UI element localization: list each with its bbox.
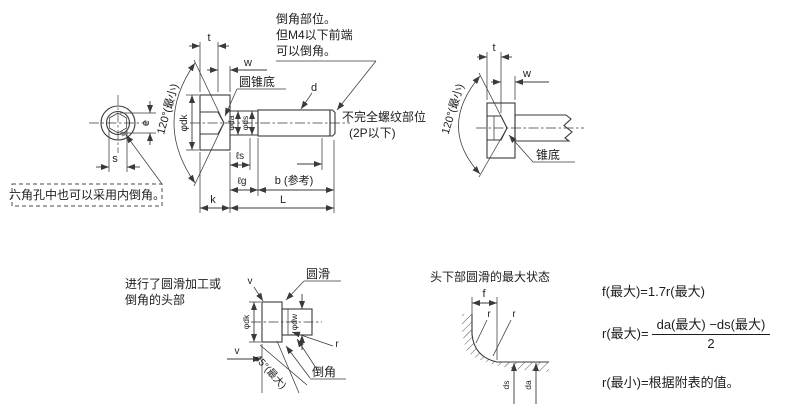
chamfer-angle-line <box>276 340 300 394</box>
angle-arc <box>458 75 481 175</box>
dim-phidk-label: φdk <box>179 113 190 131</box>
dim-e-label: e <box>140 120 152 126</box>
incomplete-thread-line1: 不完全螺纹部位 <box>342 109 426 124</box>
socket-chamfer-circle <box>105 110 131 136</box>
head-end-view: e s 六角孔中也可以采用内倒角。 <box>9 95 165 207</box>
main-side-view: 120°(最小) φdk t w 圆锥底 φda φds d 不完全螺纹部位 <box>154 32 426 213</box>
angle-120-label: 120°(最小) <box>154 82 181 136</box>
dim-v-top-label: v <box>248 276 253 287</box>
formula-r-max-denominator: 2 <box>707 336 715 351</box>
leader-line <box>285 280 305 301</box>
formula-f-max: f(最大)=1.7r(最大) <box>602 284 705 299</box>
inner-chamfer-wedge <box>121 130 128 137</box>
leader-line <box>125 134 163 185</box>
fillet-profile <box>471 314 549 363</box>
formula-r-max-lhs: r(最大)= <box>602 326 649 341</box>
formula-r-min: r(最小)=根据附表的值。 <box>602 375 740 390</box>
chamfer-note-line1: 倒角部位。 <box>276 11 336 26</box>
note-box <box>11 183 163 207</box>
thread-tip-chamfer <box>329 109 336 137</box>
cone-leg <box>478 127 508 178</box>
dim-r-label: r <box>487 309 491 320</box>
leader-line <box>285 345 311 379</box>
cone-leg <box>193 59 225 124</box>
chamfer-note: 倒角部位。 但M4以下前端 可以倒角。 <box>276 11 377 111</box>
dim-L-label: L <box>280 194 286 206</box>
dim-ds-label: ds <box>501 381 511 390</box>
dim-t-label: t <box>492 42 495 54</box>
rounded-head-note-line2: 倒角的头部 <box>125 292 185 307</box>
chamfer-note-line3: 可以倒角。 <box>276 44 336 58</box>
dim-phida-label: φda <box>226 115 236 130</box>
fillet-label: 圆滑 <box>306 267 330 281</box>
leader-line <box>224 88 238 117</box>
underhead-fillet-detail: 头下部圆滑的最大状态 f r r ds da <box>430 269 550 404</box>
hex-socket-note: 六角孔中也可以采用内倒角。 <box>9 187 165 202</box>
dim-lg-label: ℓg <box>238 176 247 187</box>
leader-line <box>492 319 512 357</box>
underhead-title: 头下部圆滑的最大状态 <box>430 269 550 284</box>
dim-phidw-label: φdw <box>289 313 299 330</box>
angle-120-label: 120°(最小) <box>439 82 467 136</box>
leader-line <box>336 60 377 111</box>
dim-d-label: d <box>311 82 317 94</box>
dim-ls-label: ℓs <box>236 151 244 162</box>
leader-line <box>475 319 488 344</box>
rounded-head-note-line1: 进行了圆滑加工或 <box>125 277 221 291</box>
leader-line <box>291 331 334 347</box>
dim-t-label: t <box>207 32 210 44</box>
chamfer-label: 倒角 <box>312 365 336 379</box>
head-outline-circle <box>100 105 136 141</box>
chamfer-angle-line <box>259 344 308 386</box>
leader-line <box>253 286 264 302</box>
dim-k-label: k <box>210 194 216 206</box>
cone-bottom-short-label: 锥底 <box>536 147 560 162</box>
formula-r-max: r(最大)= da(最大) −ds(最大) 2 <box>602 314 771 351</box>
dim-v-bottom-label: v <box>235 346 240 357</box>
dim-da-label: da <box>523 380 533 390</box>
dim-w-label: w <box>243 57 252 69</box>
dim-phids-label: φds <box>240 116 250 131</box>
formula-r-max-fraction: da(最大) −ds(最大) 2 <box>651 314 771 351</box>
leader-line <box>300 92 313 110</box>
hex-socket-outline <box>108 112 128 134</box>
dim-r-label: r <box>335 339 339 350</box>
leader-line <box>508 134 534 163</box>
dim-w-label: w <box>522 68 531 80</box>
cone-leg <box>478 72 508 129</box>
dim-f-label: f <box>482 288 486 300</box>
rounded-head-detail: 进行了圆滑加工或 倒角的头部 圆滑 v φdk φdw r 倒角 v <box>125 267 346 394</box>
formula-r-max-numerator: da(最大) −ds(最大) <box>651 314 771 335</box>
cone-leg <box>193 122 225 187</box>
shank-with-break <box>514 114 573 142</box>
incomplete-thread-line2: (2P以下) <box>349 126 396 140</box>
dim-b-label: b (参考) <box>275 173 314 187</box>
head-section <box>199 94 231 151</box>
head-right-view: 120°(最小) t w 锥底 <box>439 42 584 178</box>
cone-bottom-label: 圆锥底 <box>239 74 275 89</box>
angle-arc <box>173 62 196 184</box>
chamfer-note-line2: 但M4以下前端 <box>276 27 353 42</box>
material-hatch-band <box>462 314 549 372</box>
leader-line <box>296 338 319 372</box>
dim-r-label: r <box>512 309 516 320</box>
dim-s-label: s <box>112 153 118 165</box>
dim-phidk-label: φdk <box>241 314 251 329</box>
